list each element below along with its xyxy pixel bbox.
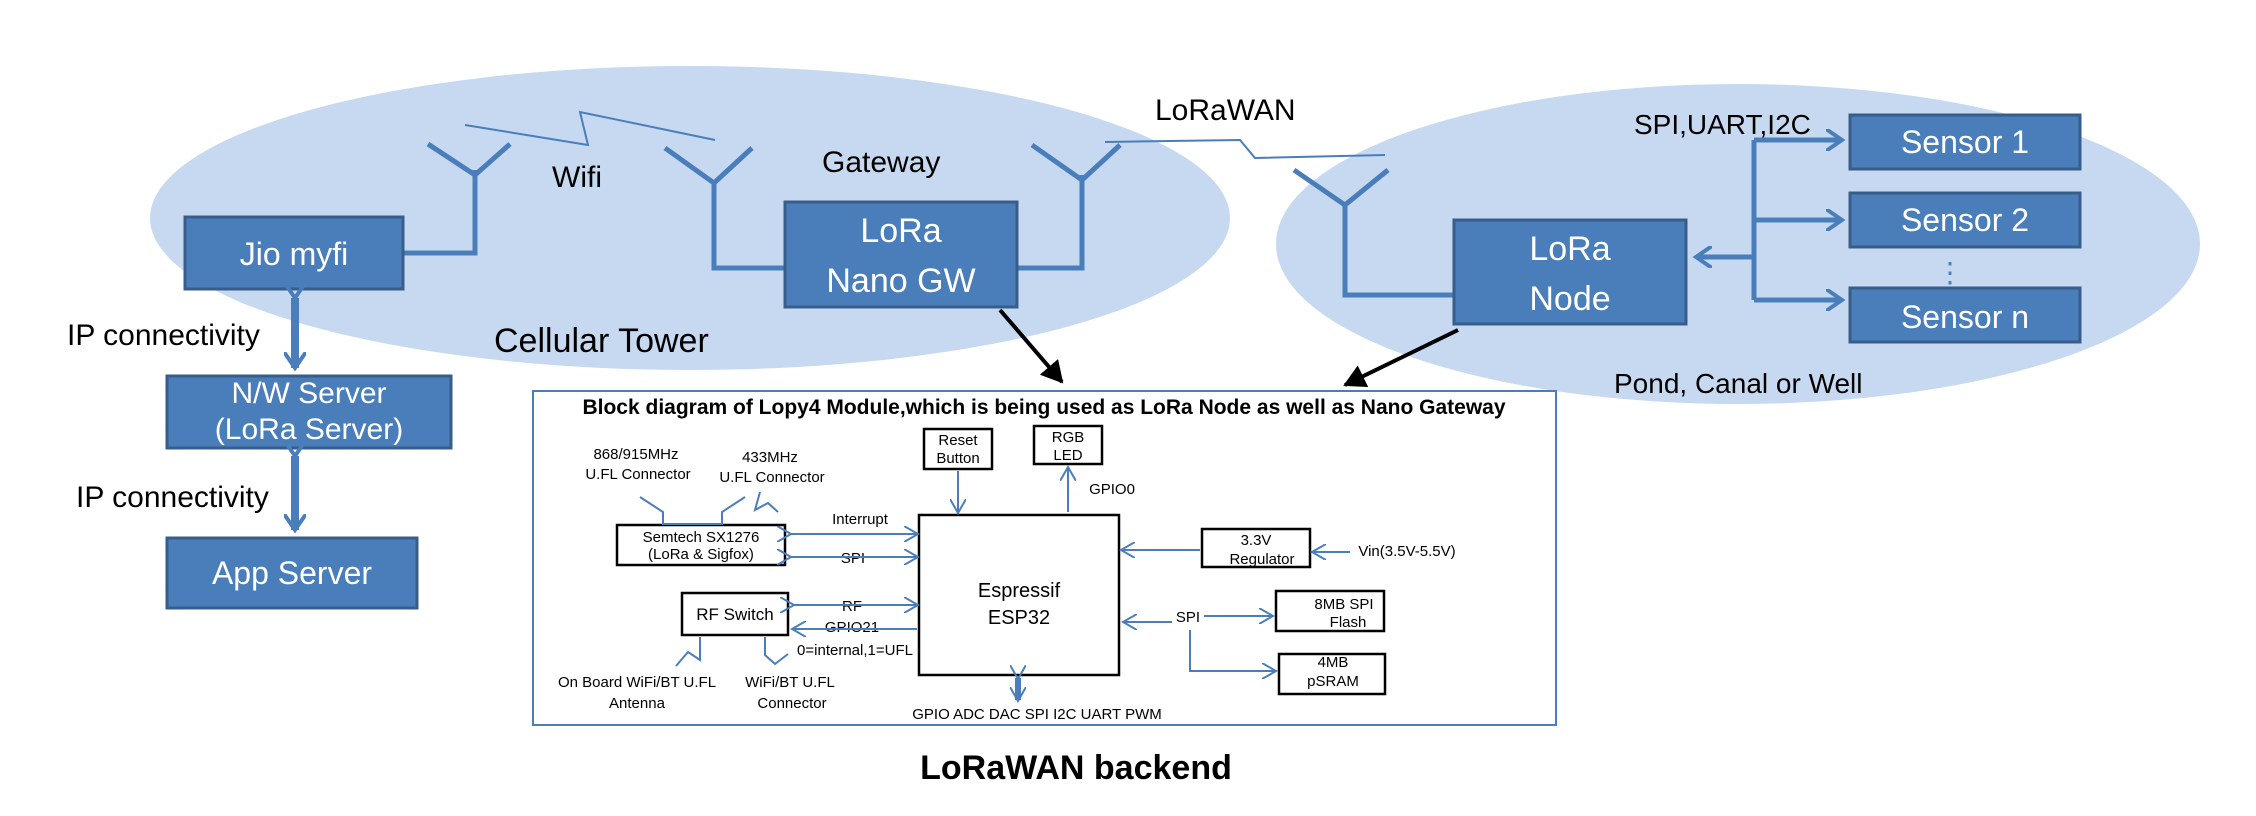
gateway-label: Gateway: [822, 146, 940, 179]
spi-uart-i2c-label: SPI,UART,I2C: [1634, 109, 1811, 140]
nano-gw-label-line1: LoRa: [860, 212, 941, 250]
gpio0-label: GPIO0: [1089, 481, 1135, 498]
interrupt-label: Interrupt: [832, 511, 889, 528]
sensor-1-label: Sensor 1: [1901, 124, 2029, 160]
block-diagram-title: Block diagram of Lopy4 Module,which is b…: [582, 396, 1505, 419]
psram-box: [1277, 652, 1387, 696]
jio-myfi-label: Jio myfi: [240, 236, 348, 272]
semtech-box: [615, 523, 787, 567]
regulator-label-line1: 3.3V: [1241, 532, 1272, 549]
lora-node-label-line1: LoRa: [1529, 230, 1610, 268]
sensor-dots: ⋮: [1936, 257, 1964, 288]
reset-label-line2: Button: [936, 450, 979, 467]
pond-canal-well-label: Pond, Canal or Well: [1614, 368, 1863, 399]
ant-select-label: 0=internal,1=UFL: [797, 642, 913, 659]
nw-server-label-line2: (LoRa Server): [215, 413, 403, 446]
psram-arrow: [1189, 630, 1275, 671]
ant-868-label-line2: U.FL Connector: [585, 466, 690, 483]
flash-box: [1274, 589, 1386, 633]
ant-433-feed: [753, 491, 779, 513]
wifi-label: Wifi: [552, 161, 602, 194]
semtech-label-line2: (LoRa & Sigfox): [648, 546, 754, 563]
flash-label-line2: Flash: [1330, 614, 1367, 631]
psram-label-line1: 4MB: [1318, 654, 1349, 671]
rgb-led-box: [1032, 424, 1104, 466]
onboard-ant-label-line2: Antenna: [609, 695, 666, 712]
nano-gw-box: [783, 200, 1019, 309]
sensor-1-box: [1848, 113, 2082, 171]
nw-server-box: [165, 374, 453, 450]
rgb-label-line1: RGB: [1052, 429, 1085, 446]
spi-left-label: SPI: [841, 550, 865, 567]
spi-right-label: SPI: [1176, 609, 1200, 626]
sensor-n-box: [1848, 286, 2082, 344]
ant-868-feed: [639, 496, 746, 525]
gpio21-label: GPIO21: [825, 619, 879, 636]
app-server-label: App Server: [212, 555, 372, 591]
cellular-tower-label: Cellular Tower: [494, 322, 709, 360]
ant-433-label-line2: U.FL Connector: [719, 469, 824, 486]
lorawan-label: LoRaWAN: [1155, 94, 1296, 127]
onboard-ant-feed: [675, 637, 701, 667]
node-to-block-arrow: [1343, 328, 1459, 388]
wifi-link: [464, 110, 716, 147]
regulator-label-line2: Regulator: [1229, 551, 1294, 568]
ip-connectivity-label-2: IP connectivity: [76, 481, 269, 514]
app-server-box: [165, 536, 419, 610]
gw-to-block-arrow: [998, 308, 1064, 384]
footer-title: LoRaWAN backend: [920, 749, 1232, 787]
regulator-box: [1200, 527, 1312, 569]
esp32-box: [917, 513, 1121, 677]
semtech-label-line1: Semtech SX1276: [643, 529, 760, 546]
wifibt-conn-label-line1: WiFi/BT U.FL: [745, 674, 835, 691]
lora-node-label-line2: Node: [1529, 280, 1610, 318]
ip-connectivity-label-1: IP connectivity: [67, 319, 260, 352]
sensor-n-label: Sensor n: [1901, 299, 2029, 335]
ant-433-label-line1: 433MHz: [742, 449, 798, 466]
esp32-label-line2: ESP32: [988, 607, 1050, 629]
rf-switch-label: RF Switch: [696, 605, 773, 624]
sensor-2-box: [1848, 191, 2082, 249]
esp32-label-line1: Espressif: [978, 580, 1061, 602]
ant-868-label-line1: 868/915MHz: [593, 446, 678, 463]
rf-switch-box: [680, 591, 790, 637]
io-bus-label: GPIO ADC DAC SPI I2C UART PWM: [912, 706, 1162, 723]
reset-label-line1: Reset: [938, 432, 978, 449]
vin-label: Vin(3.5V-5.5V): [1358, 543, 1455, 560]
wifibt-ant-feed: [764, 637, 789, 666]
lora-node-box: [1452, 218, 1688, 326]
psram-label-line2: pSRAM: [1307, 673, 1359, 690]
reset-button-box: [922, 427, 994, 471]
wifibt-conn-label-line2: Connector: [757, 695, 826, 712]
nw-server-label-line1: N/W Server: [231, 377, 386, 410]
onboard-ant-label-line1: On Board WiFi/BT U.FL: [558, 674, 716, 691]
nano-gw-label-line2: Nano GW: [826, 262, 975, 300]
rgb-label-line2: LED: [1053, 447, 1082, 464]
rf-label: RF: [842, 598, 862, 615]
sensor-2-label: Sensor 2: [1901, 202, 2029, 238]
antenna-icon: [404, 141, 1454, 298]
flash-label-line1: 8MB SPI: [1314, 596, 1373, 613]
lorawan-link: [1104, 138, 1386, 160]
